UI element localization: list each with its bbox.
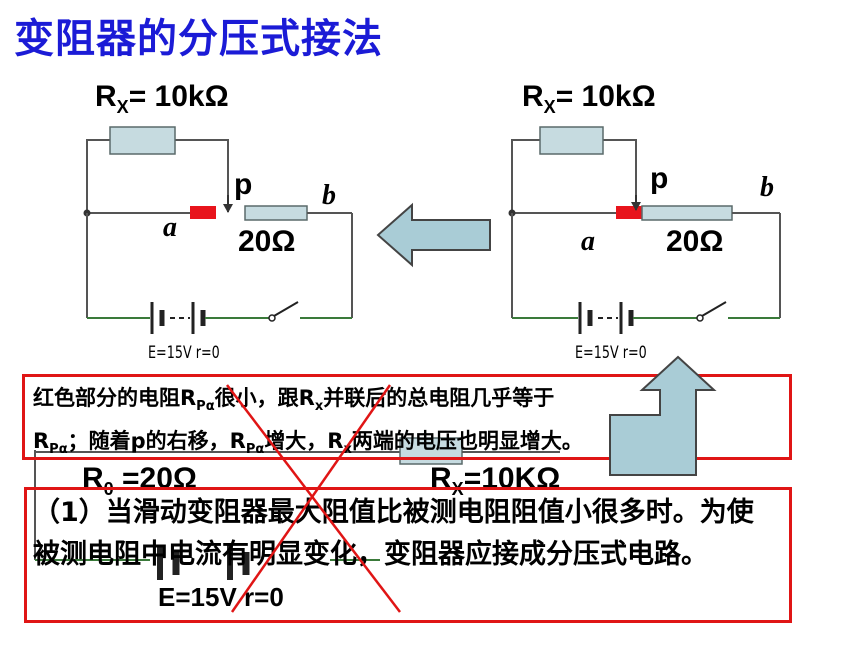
right-rx-resistor bbox=[539, 126, 604, 155]
explanation-box: 红色部分的电阻RPα很小，跟Rx并联后的总电阻几乎等于 RPα；随着p的右移，R… bbox=[22, 374, 792, 460]
right-rheostat-value: 20Ω bbox=[666, 225, 724, 258]
left-emf-label: E=15V r=0 bbox=[148, 343, 220, 363]
explanation-text: 红色部分的电阻RPα很小，跟Rx并联后的总电阻几乎等于 RPα；随着p的右移，R… bbox=[33, 386, 583, 458]
left-rx-resistor bbox=[109, 126, 176, 155]
right-emf-label: E=15V r=0 bbox=[575, 343, 647, 363]
left-circuit-diagram bbox=[83, 126, 353, 334]
conclusion-box: （1）当滑动变阻器最大阻值比被测电阻阻值小很多时。为使被测电阻中电流有明显变化，… bbox=[24, 487, 792, 623]
left-slider-red bbox=[190, 206, 216, 219]
left-rx-label: RX= 10kΩ bbox=[95, 80, 229, 117]
left-b-label: b bbox=[322, 180, 336, 211]
left-a-label: a bbox=[163, 212, 177, 243]
right-rx-label: RX= 10kΩ bbox=[522, 80, 656, 117]
conclusion-text: （1）当滑动变阻器最大阻值比被测电阻阻值小很多时。为使被测电阻中电流有明显变化，… bbox=[33, 497, 754, 570]
right-b-label: b bbox=[760, 172, 774, 203]
right-p-label: p bbox=[650, 162, 669, 195]
right-circuit-diagram bbox=[508, 126, 781, 334]
left-rheostat-value: 20Ω bbox=[238, 225, 296, 258]
right-a-label: a bbox=[581, 226, 595, 257]
left-arrow-icon bbox=[376, 202, 491, 268]
left-p-label: p bbox=[234, 168, 253, 201]
background-emf-label: E=15V r=0 bbox=[158, 582, 284, 612]
up-arrow-icon bbox=[609, 355, 717, 476]
page-title: 变阻器的分压式接法 bbox=[14, 16, 383, 62]
